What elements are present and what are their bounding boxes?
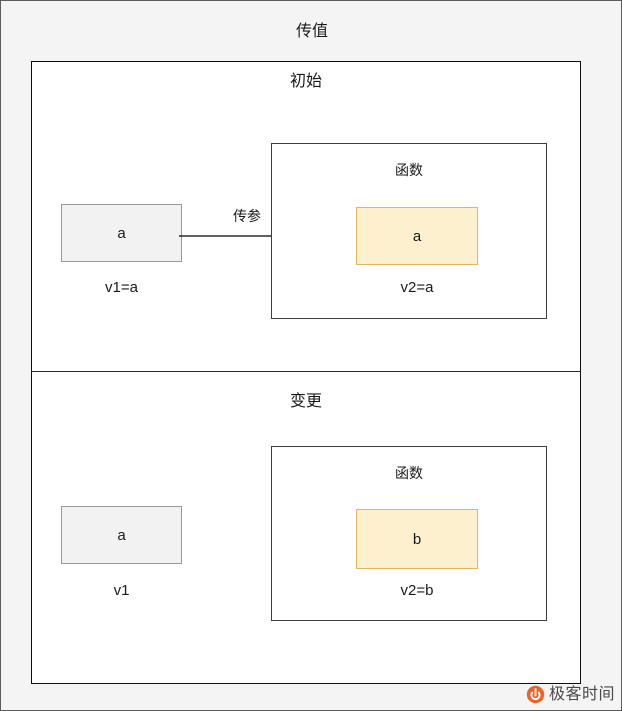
variable-label-v2-changed: v2=b [400,582,434,599]
function-box-heading-changed: 函数 [395,465,423,481]
section-heading-changed: 变更 [289,393,322,410]
variable-box-v2-changed: b [356,509,478,569]
section-heading-initial: 初始 [289,73,322,90]
watermark: 极客时间 [526,685,615,704]
function-box-heading-initial: 函数 [395,162,423,178]
geektime-logo-icon [526,685,545,704]
variable-label-v1-initial: v1=a [105,279,138,296]
arrow-label-pass-argument: 传参 [233,208,261,224]
watermark-text: 极客时间 [548,686,615,703]
variable-box-v1-initial: a [61,204,182,262]
page-title: 传值 [295,23,328,40]
variable-label-v1-changed: v1 [113,582,130,599]
section-divider [31,371,581,372]
variable-box-v2-initial: a [356,207,478,265]
variable-label-v2-initial: v2=a [400,279,434,296]
variable-box-v1-changed: a [61,506,182,564]
